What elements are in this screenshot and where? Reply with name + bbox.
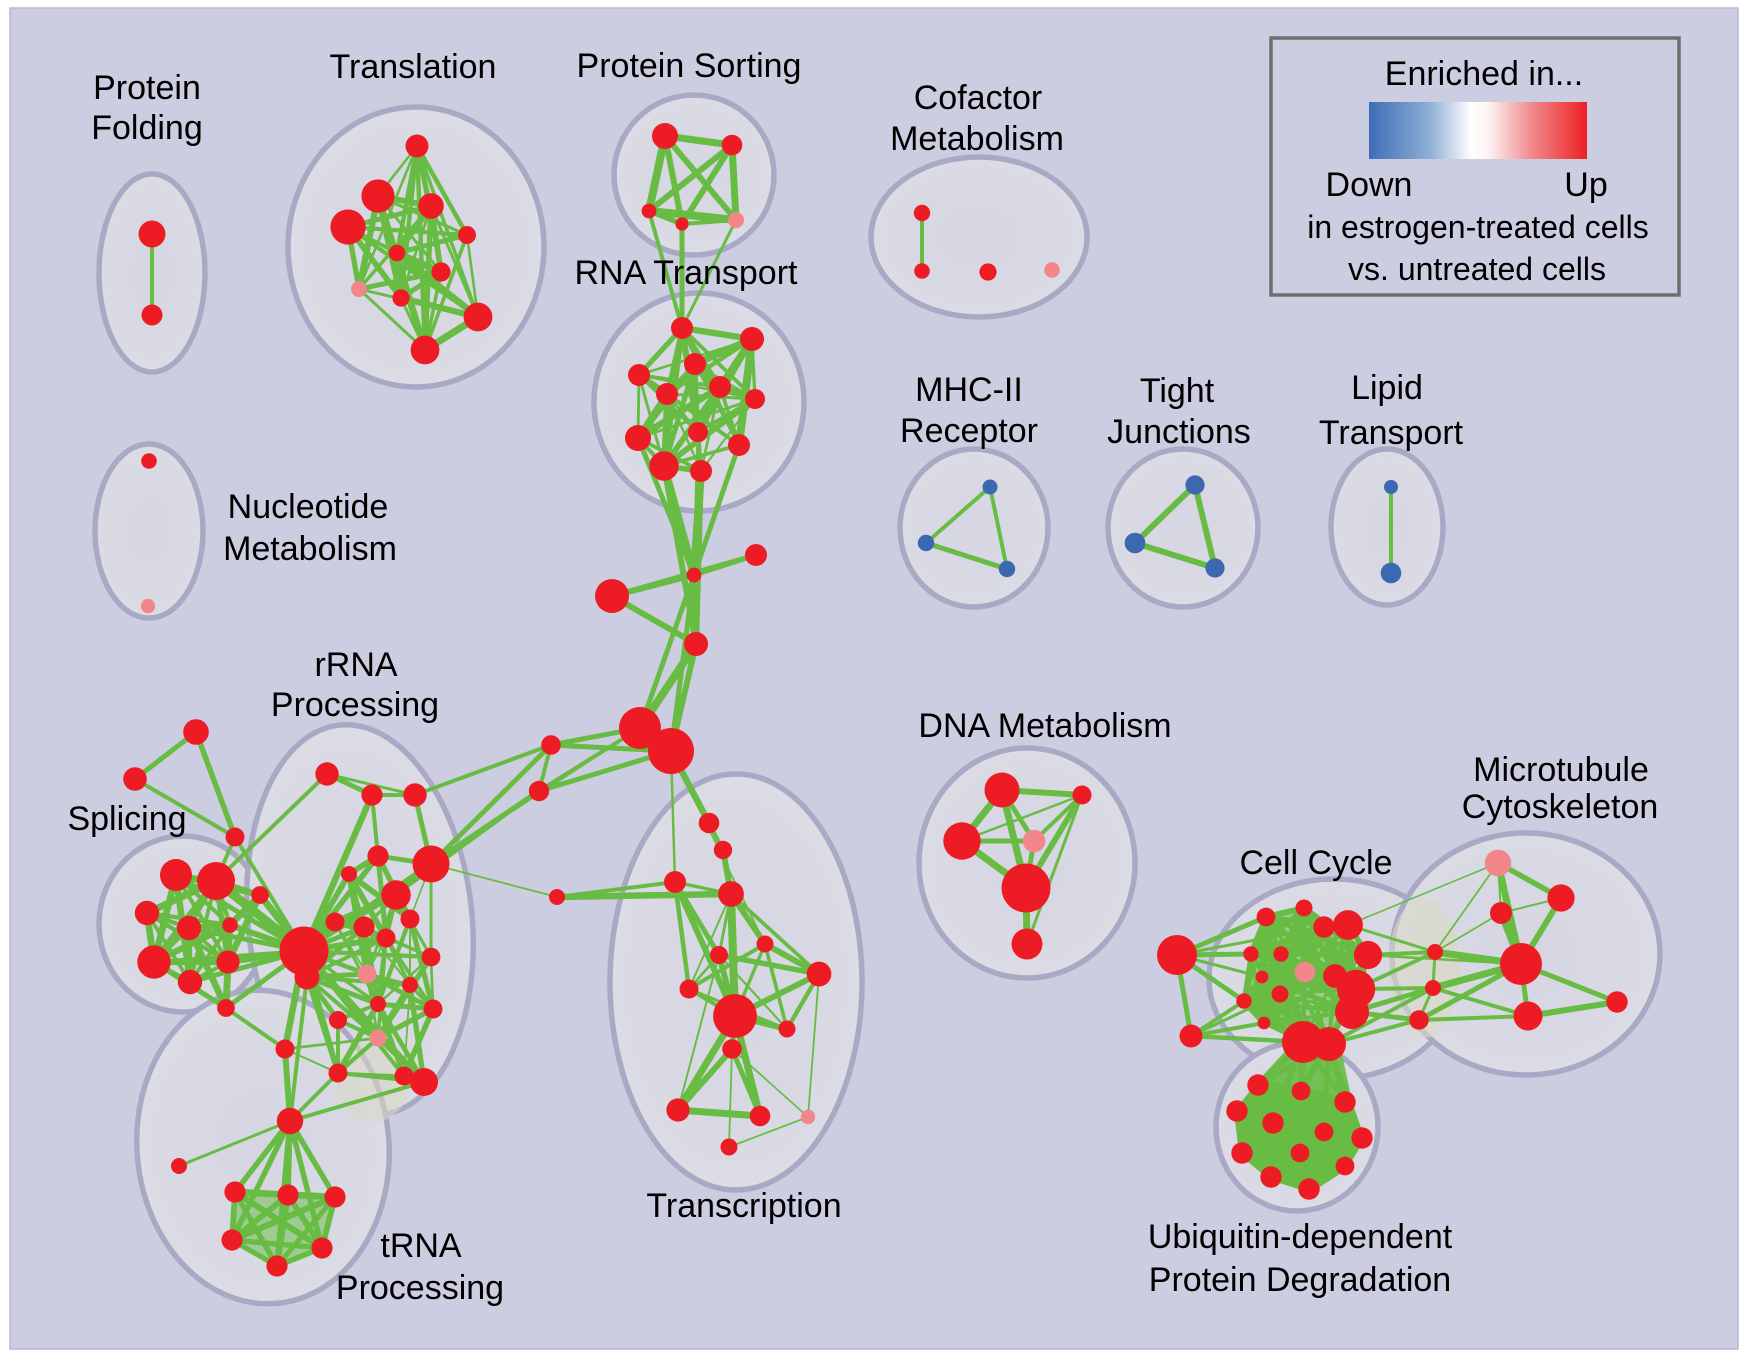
svg-text:tRNA: tRNA [380,1227,462,1265]
svg-text:Up: Up [1564,166,1607,204]
svg-text:Cell Cycle: Cell Cycle [1239,844,1392,882]
svg-text:Transcription: Transcription [646,1187,841,1225]
svg-text:in estrogen-treated cells: in estrogen-treated cells [1307,209,1649,245]
svg-text:Translation: Translation [330,48,497,86]
svg-text:Down: Down [1326,166,1413,204]
svg-text:rRNA: rRNA [314,646,397,684]
svg-text:Ubiquitin-dependent: Ubiquitin-dependent [1148,1218,1453,1256]
svg-text:Protein Sorting: Protein Sorting [577,47,802,85]
svg-text:Processing: Processing [271,686,439,724]
svg-text:Splicing: Splicing [67,800,186,838]
svg-text:vs. untreated cells: vs. untreated cells [1348,251,1606,287]
svg-text:Cofactor: Cofactor [914,79,1043,117]
svg-text:Lipid: Lipid [1351,369,1423,407]
svg-text:Protein: Protein [93,69,201,107]
svg-text:RNA Transport: RNA Transport [575,254,799,292]
svg-text:Cytoskeleton: Cytoskeleton [1462,788,1659,826]
svg-text:Metabolism: Metabolism [890,120,1064,158]
svg-text:Enriched in...: Enriched in... [1385,55,1583,93]
svg-text:Processing: Processing [336,1269,504,1307]
svg-text:DNA Metabolism: DNA Metabolism [918,707,1171,745]
svg-text:Receptor: Receptor [900,412,1038,450]
svg-text:Metabolism: Metabolism [223,530,397,568]
svg-text:Transport: Transport [1319,414,1464,452]
svg-text:Tight: Tight [1140,372,1215,410]
svg-text:MHC-II: MHC-II [915,371,1023,409]
svg-text:Folding: Folding [91,109,203,147]
svg-text:Nucleotide: Nucleotide [228,488,389,526]
svg-text:Junctions: Junctions [1107,413,1251,451]
svg-text:Protein Degradation: Protein Degradation [1149,1261,1451,1299]
svg-text:Microtubule: Microtubule [1473,751,1649,789]
